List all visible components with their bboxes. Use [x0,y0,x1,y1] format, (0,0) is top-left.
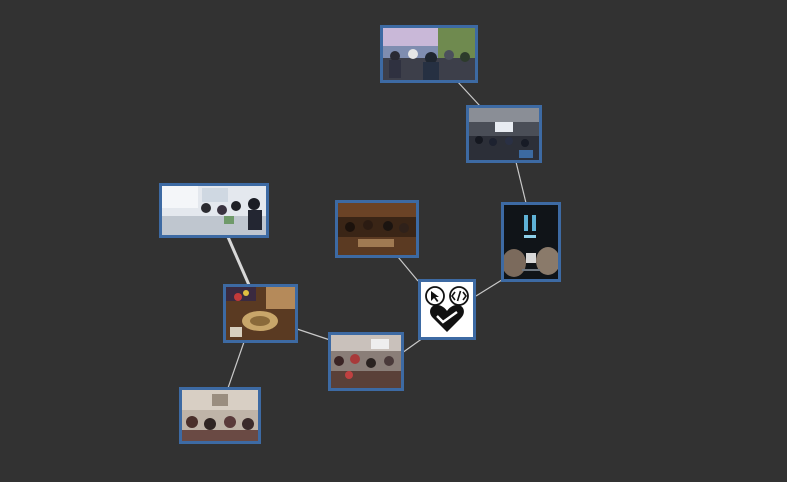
photo-restaurant-dinner [338,203,416,255]
graph-edge [226,236,251,286]
heart-handshake-icon [430,304,464,332]
community-logo-node[interactable] [418,279,476,340]
graph-edge [475,277,506,297]
photo-node-meetup-room[interactable] [328,332,404,391]
photo-node-event-poster[interactable] [501,202,561,282]
photo-node-table-meal[interactable] [223,284,298,343]
photo-table-meal [226,287,295,340]
graph-edge [455,79,481,107]
photo-node-small-group-session[interactable] [179,387,261,444]
photo-small-group-session [182,390,258,441]
photo-lecture-hall [469,108,539,160]
photo-node-outdoor-crowd[interactable] [380,25,478,83]
graph-edge [515,161,527,204]
graph-edge [227,341,245,389]
photo-outdoor-crowd [383,28,475,80]
graph-edge [296,328,331,341]
code-brackets-circle-icon [449,286,469,306]
community-logo [425,286,469,332]
photo-node-coding-workshop[interactable] [159,183,269,238]
graph-edge [401,337,424,354]
photo-coding-workshop [162,186,266,235]
cursor-circle-icon [425,286,445,306]
graph-edge [397,256,419,282]
photo-event-poster [504,205,558,279]
photo-node-lecture-hall[interactable] [466,105,542,163]
photo-node-restaurant-dinner[interactable] [335,200,419,258]
photo-meetup-room [331,335,401,388]
